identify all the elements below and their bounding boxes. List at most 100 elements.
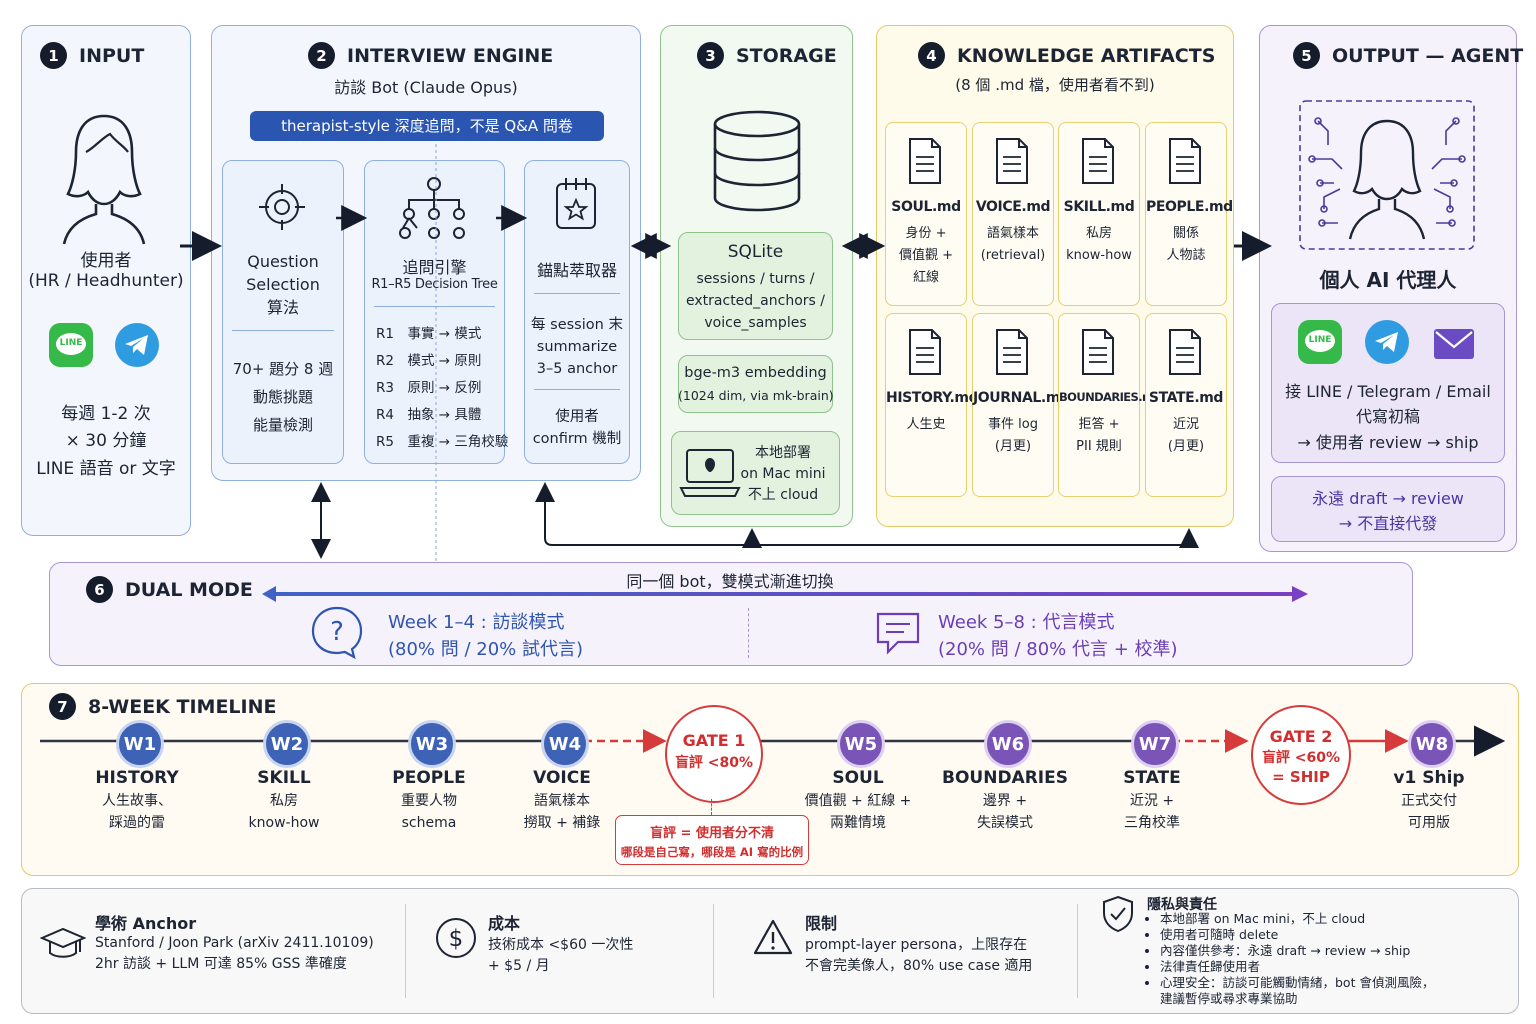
- week-theme: HISTORY: [95, 768, 179, 788]
- frequency-channel: LINE 語音 or 文字: [36, 459, 176, 479]
- week-node-w1[interactable]: W1: [116, 720, 164, 768]
- privacy-title: 隱私與責任: [1147, 897, 1217, 913]
- week-node-w8[interactable]: W8: [1408, 720, 1456, 768]
- blind-eval-note: 盲評 = 使用者分不清 哪段是自己寫，哪段是 AI 寫的比例: [615, 815, 809, 865]
- user-label: 使用者: [80, 251, 132, 271]
- timeline-title-row: 7 8-WEEK TIMELINE: [49, 693, 276, 720]
- interview-mode-ratio: (80% 問 / 20% 試代言): [388, 639, 584, 660]
- divider: [534, 389, 620, 390]
- artifact-desc: 身份 + 價值觀 + 紅線: [898, 226, 954, 285]
- step-number: 7: [49, 693, 76, 720]
- artifact-desc: 私房 know-how: [1066, 226, 1132, 263]
- step-number: 6: [86, 576, 113, 603]
- week-theme: SOUL: [832, 768, 884, 788]
- telegram-app-icon[interactable]: [115, 323, 159, 367]
- user-role: (HR / Headhunter): [28, 271, 184, 291]
- line-app-icon[interactable]: LINE: [49, 323, 93, 367]
- gate-1-connector: [711, 799, 712, 815]
- section-title: 8-WEEK TIMELINE: [88, 695, 277, 718]
- embedding-detail: (1024 dim, via mk-brain): [678, 388, 834, 403]
- engine-subtitle: 訪談 Bot (Claude Opus): [334, 78, 518, 97]
- tree-icon: [399, 177, 465, 239]
- question-bubble-icon: ?: [311, 606, 363, 659]
- cost-desc: 技術成本 <$60 一次性 + $5 / 月: [488, 937, 634, 974]
- week-node-w6[interactable]: W6: [984, 720, 1032, 768]
- input-panel: [21, 25, 191, 536]
- section-title: STORAGE: [736, 44, 837, 67]
- review-desc: → 使用者 review → ship: [1297, 433, 1479, 452]
- artifact-desc: 事件 log (月更): [988, 417, 1038, 454]
- academic-desc: Stanford / Joon Park (arXiv 2411.10109) …: [95, 935, 374, 972]
- target-icon: [259, 184, 305, 230]
- decision-tree-title: 追問引擎: [402, 258, 467, 277]
- week-desc: 私房 know-how: [248, 793, 320, 831]
- artifact-card[interactable]: SKILL.md 私房 know-how: [1058, 122, 1140, 306]
- telegram-app-icon[interactable]: [1365, 320, 1409, 364]
- divider: [232, 330, 334, 331]
- gate-1-circle: GATE 1 盲評 <80%: [665, 705, 763, 803]
- ai-agent-icon: [1299, 100, 1475, 250]
- shield-check-icon: [1103, 895, 1133, 933]
- frequency-duration: × 30 分鐘: [65, 431, 147, 451]
- week-theme: BOUNDARIES: [942, 768, 1068, 788]
- week-desc: 正式交付 可用版: [1401, 793, 1457, 831]
- step-number: 2: [308, 42, 335, 69]
- cost-title: 成本: [488, 914, 521, 933]
- question-selection-card: [222, 160, 344, 464]
- week-theme: v1 Ship: [1393, 768, 1465, 788]
- knowledge-title-row: 4 KNOWLEDGE ARTIFACTS: [918, 42, 1215, 69]
- week-node-w7[interactable]: W7: [1131, 720, 1179, 768]
- svg-text:?: ?: [330, 617, 344, 647]
- decision-tree-subtitle: R1–R5 Decision Tree: [371, 277, 498, 292]
- email-icon[interactable]: [1433, 328, 1475, 360]
- gate-1-threshold: 盲評 <80%: [674, 755, 754, 771]
- question-selection-title: Question Selection 算法: [246, 252, 320, 317]
- question-selection-desc: 70+ 題分 8 週 動態挑題 能量檢測: [232, 360, 334, 434]
- week-desc: 邊界 + 失誤模式: [977, 793, 1033, 831]
- artifact-name: SOUL.md: [891, 199, 961, 215]
- footer-panel: [21, 888, 1519, 1014]
- mode-divider: [748, 608, 749, 658]
- dual-mode-gradient-arrow: [262, 586, 1308, 602]
- week-node-w2[interactable]: W2: [263, 720, 311, 768]
- section-title: KNOWLEDGE ARTIFACTS: [957, 44, 1216, 67]
- channels-desc: 接 LINE / Telegram / Email: [1285, 382, 1491, 401]
- artifact-name: SKILL.md: [1063, 199, 1135, 215]
- graduation-cap-icon: [40, 927, 86, 958]
- week-node-w5[interactable]: W5: [837, 720, 885, 768]
- line-icon-label: LINE: [1308, 335, 1332, 345]
- artifact-card[interactable]: SOUL.md 身份 + 價值觀 + 紅線: [885, 122, 967, 306]
- week-node-w3[interactable]: W3: [408, 720, 456, 768]
- divider: [374, 306, 495, 307]
- embedding-title: bge-m3 embedding: [684, 365, 827, 381]
- week-node-w4[interactable]: W4: [541, 720, 589, 768]
- week-theme: STATE: [1123, 768, 1181, 788]
- gate-1-title: GATE 1: [682, 731, 746, 750]
- gate-2-threshold: 盲評 <60%: [1261, 750, 1341, 766]
- anchor-extractor-desc: 每 session 末 summarize 3–5 anchor: [531, 317, 623, 377]
- line-app-icon[interactable]: LINE: [1298, 320, 1342, 364]
- line-icon-label: LINE: [59, 338, 83, 348]
- artifact-name: BOUNDARIES.md: [1059, 390, 1162, 404]
- artifact-desc: 人生史: [906, 417, 946, 432]
- local-deploy-card: [671, 431, 840, 515]
- artifact-name: VOICE.md: [975, 199, 1051, 215]
- blind-eval-line2: 哪段是自己寫，哪段是 AI 寫的比例: [620, 845, 804, 859]
- output-title-row: 5 OUTPUT — AGENT: [1293, 42, 1523, 69]
- artifact-desc: 關係 人物誌: [1166, 226, 1206, 263]
- section-title: INPUT: [79, 44, 145, 67]
- footer-divider: [713, 904, 714, 998]
- gate-2-title: GATE 2: [1269, 727, 1333, 746]
- rule-r2: R2 模式 → 原則: [376, 353, 482, 369]
- rule-r5: R5 重複 → 三角校驗: [376, 434, 509, 450]
- week-desc: 語氣樣本 撈取 + 補錄: [523, 793, 601, 831]
- section-title: DUAL MODE: [125, 578, 253, 601]
